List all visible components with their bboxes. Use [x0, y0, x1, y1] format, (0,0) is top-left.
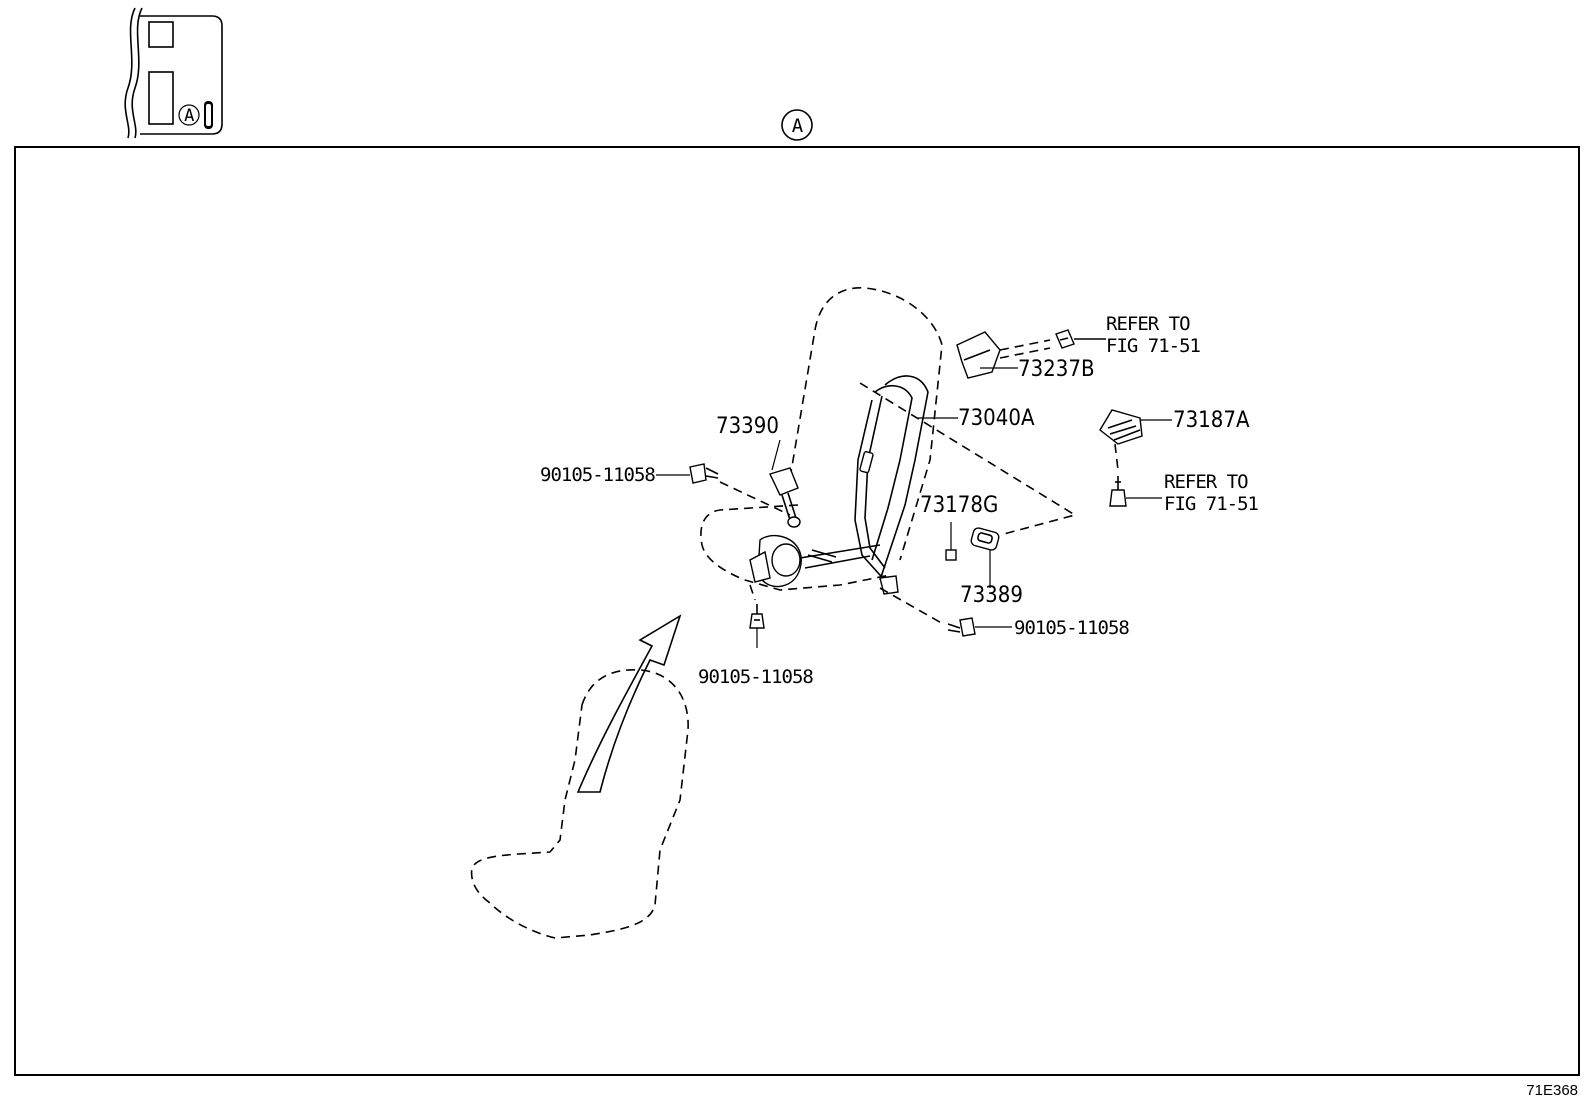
locator-marker-label: A: [184, 106, 194, 126]
part-label-73040A: 73040A: [958, 406, 1035, 431]
section-marker-label: A: [792, 115, 804, 137]
locator-inset: A: [124, 7, 223, 139]
part-label-bolt-right: 90105-11058: [1014, 617, 1129, 639]
part-73040A-seat-belt: [749, 375, 929, 601]
part-73390-buckle: [769, 467, 801, 528]
part-label-73187A: 73187A: [1173, 408, 1250, 433]
part-label-73390: 73390: [716, 414, 779, 439]
ref-note-1-line1: REFER TO: [1106, 313, 1190, 335]
part-label-bolt-left: 90105-11058: [540, 464, 655, 486]
clip-top-icon: [1055, 329, 1106, 349]
bolt-bottom-icon: [749, 604, 765, 648]
part-label-73178G: 73178G: [920, 493, 998, 518]
seat-outline-reference: [470, 669, 689, 939]
diagram-frame: [14, 146, 1580, 1076]
part-73237B-cover: [956, 331, 1051, 379]
part-73389-cover: [970, 527, 1000, 588]
part-73178G: [945, 522, 957, 561]
ref-note-2-line2: FIG 71-51: [1164, 493, 1259, 515]
locator-marker-circle: [178, 104, 200, 126]
ref-note-1-line2: FIG 71-51: [1106, 335, 1201, 357]
screw-right-icon: [1109, 476, 1127, 507]
bolt-right-icon: [879, 587, 976, 637]
ref-note-2-line1: REFER TO: [1164, 471, 1248, 493]
part-label-73237B: 73237B: [1018, 357, 1095, 382]
locator-door-icon: [148, 71, 174, 125]
part-73187A-guide: [1099, 409, 1143, 471]
seat-outline: [700, 287, 943, 591]
guide-lines: [859, 382, 1078, 536]
part-label-bolt-bottom: 90105-11058: [698, 666, 813, 688]
figure-id: 71E368: [1526, 1082, 1578, 1099]
section-marker: A: [781, 109, 813, 141]
bolt-left-icon: [689, 463, 791, 516]
part-label-73389: 73389: [960, 583, 1023, 608]
locator-window-icon: [148, 21, 174, 48]
leader-lines: [656, 367, 1172, 628]
direction-arrow-icon: [576, 614, 682, 793]
